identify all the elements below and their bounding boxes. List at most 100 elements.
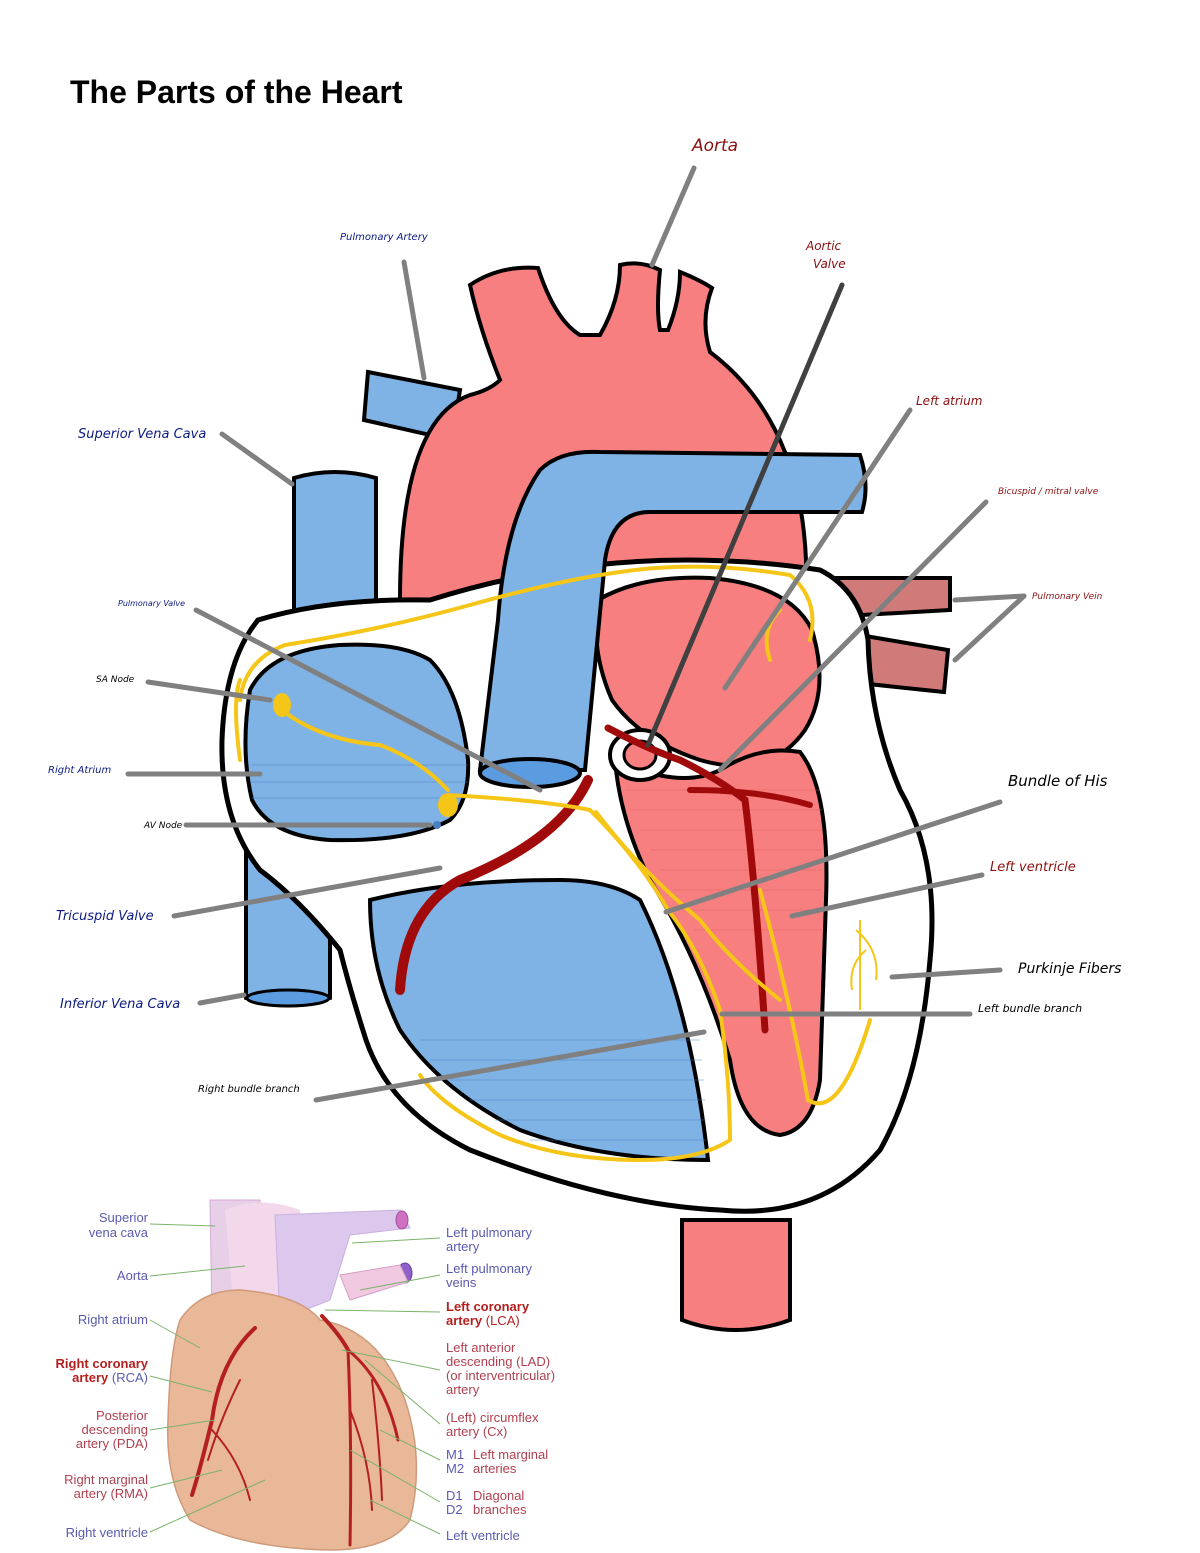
small-label-pda-3: artery (PDA) <box>76 1436 148 1451</box>
label-left-atrium: Left atrium <box>916 394 982 408</box>
coronary-vessel-left <box>604 724 769 1034</box>
av-node <box>438 793 458 817</box>
conduction-system <box>234 564 872 1163</box>
label-right-atrium: Right Atrium <box>48 765 112 776</box>
conduction-nodes <box>273 693 458 829</box>
label-aortic-valve-2: Valve <box>813 257 846 271</box>
pointer-right-bundle-branch <box>313 1029 707 1103</box>
right-ventricle-hatch <box>420 1039 706 1141</box>
small-label-lad-1: Left anterior <box>446 1340 516 1355</box>
label-av-node: AV Node <box>143 821 183 831</box>
pointer-pulmonary-vein-1 <box>952 593 1027 603</box>
small-label-cx-1: (Left) circumflex <box>446 1410 539 1425</box>
main-heart: Aorta Pulmonary Artery Aortic Valve Left… <box>48 136 1121 1332</box>
small-label-cx-2: artery (Cx) <box>446 1424 507 1439</box>
pointer-tricuspid-valve <box>171 865 443 919</box>
label-superior-vena-cava: Superior Vena Cava <box>78 427 206 442</box>
small-label-lpv-1: Left pulmonary <box>446 1261 532 1276</box>
pointer-lines <box>125 165 1027 1103</box>
label-inferior-vena-cava: Inferior Vena Cava <box>60 997 180 1012</box>
small-label-marginal-2: arteries <box>473 1461 517 1476</box>
small-label-svc-2: vena cava <box>89 1225 149 1240</box>
label-aorta: Aorta <box>691 136 738 156</box>
pointer-bicuspid-valve <box>717 499 989 773</box>
page-title: The Parts of the Heart <box>70 74 403 110</box>
small-label-pda-2: descending <box>82 1422 149 1437</box>
small-lad <box>346 1348 353 1547</box>
label-left-ventricle: Left ventricle <box>990 860 1076 875</box>
small-label-lca-2: artery (LCA) <box>446 1313 520 1328</box>
small-label-lad-4: artery <box>446 1382 480 1397</box>
pointer-sa-node <box>145 679 273 703</box>
small-label-lca-1: Left coronary <box>446 1299 530 1314</box>
small-heart-body <box>166 1289 418 1551</box>
label-bundle-of-his: Bundle of His <box>1008 772 1108 790</box>
label-pulmonary-valve: Pulmonary Valve <box>118 599 185 608</box>
superior-vena-cava <box>292 470 378 642</box>
right-atrium-hatch <box>250 764 468 799</box>
small-pulmonary-vein <box>339 1264 409 1301</box>
small-label-diagonal-2: branches <box>473 1502 527 1517</box>
pointer-superior-vena-cava <box>219 431 295 487</box>
small-label-pda-1: Posterior <box>96 1408 149 1423</box>
pointer-pulmonary-vein-2 <box>952 593 1027 663</box>
small-diagonal <box>349 1409 373 1511</box>
pointer-inferior-vena-cava <box>197 992 247 1006</box>
pointer-aortic-valve <box>645 282 845 748</box>
small-label-right-atrium: Right atrium <box>78 1312 148 1327</box>
pulmonary-trunk <box>477 449 868 772</box>
inferior-vena-cava-opening <box>245 988 331 1008</box>
small-label-rma-1: Right marginal <box>64 1472 148 1487</box>
left-atrium <box>593 575 822 768</box>
pointer-left-ventricle <box>789 872 985 919</box>
small-pulmonary-artery-end <box>395 1210 409 1230</box>
label-purkinje-fibers: Purkinje Fibers <box>1018 961 1121 977</box>
small-label-aorta: Aorta <box>117 1268 149 1283</box>
label-pulmonary-vein: Pulmonary Vein <box>1032 592 1103 602</box>
main-labels: Aorta Pulmonary Artery Aortic Valve Left… <box>48 136 1121 1095</box>
small-label-lpa-2: artery <box>446 1239 480 1254</box>
small-label-rma-2: artery (RMA) <box>74 1486 148 1501</box>
small-label-right-ventricle: Right ventricle <box>66 1525 148 1540</box>
label-aortic-valve-1: Aortic <box>805 239 842 253</box>
coronary-heart: Superior vena cava Aorta Right atrium Ri… <box>56 1199 555 1551</box>
small-label-lpv-2: veins <box>446 1275 477 1290</box>
small-label-left-ventricle: Left ventricle <box>446 1528 520 1543</box>
sa-node <box>273 693 291 717</box>
coronary-vessel-right <box>395 775 593 995</box>
small-label-d2: D2 <box>446 1502 463 1517</box>
small-label-marginal-1: Left marginal <box>473 1447 548 1462</box>
small-label-lad-3: (or interventricular) <box>446 1368 555 1383</box>
small-label-lad-2: descending (LAD) <box>446 1354 550 1369</box>
small-label-d1: D1 <box>446 1488 463 1503</box>
small-label-diagonal-1: Diagonal <box>473 1488 524 1503</box>
small-lca <box>320 1314 350 1352</box>
coronary-vessel-branch <box>687 787 813 808</box>
label-left-bundle-branch: Left bundle branch <box>978 1002 1082 1015</box>
descending-aorta <box>680 1218 792 1332</box>
small-label-svc-1: Superior <box>99 1210 149 1225</box>
small-pda <box>207 1379 241 1461</box>
small-labels-right: Left pulmonary artery Left pulmonary vei… <box>446 1225 555 1543</box>
small-label-m2: M2 <box>446 1461 464 1476</box>
pointer-purkinje-fibers <box>889 967 1003 980</box>
label-right-bundle-branch: Right bundle branch <box>198 1084 300 1095</box>
label-tricuspid-valve: Tricuspid Valve <box>56 909 154 924</box>
small-label-rca-2: artery (RCA) <box>72 1370 148 1385</box>
label-bicuspid-valve: Bicuspid / mitral valve <box>998 487 1099 497</box>
pointer-pulmonary-valve <box>193 607 543 793</box>
small-leader-lines <box>149 1223 441 1535</box>
pointer-left-atrium <box>722 407 913 691</box>
purkinje-fibers <box>850 920 878 1010</box>
small-marginal <box>371 1379 383 1501</box>
pointer-pulmonary-artery <box>401 259 427 381</box>
small-label-m1: M1 <box>446 1447 464 1462</box>
small-rma <box>211 1429 251 1501</box>
pointer-bundle-of-his <box>663 799 1003 915</box>
small-label-lpa-1: Left pulmonary <box>446 1225 532 1240</box>
small-label-rca-1: Right coronary <box>56 1356 149 1371</box>
label-pulmonary-artery: Pulmonary Artery <box>340 232 429 243</box>
right-ventricle <box>367 877 711 1163</box>
small-circumflex <box>346 1348 400 1442</box>
